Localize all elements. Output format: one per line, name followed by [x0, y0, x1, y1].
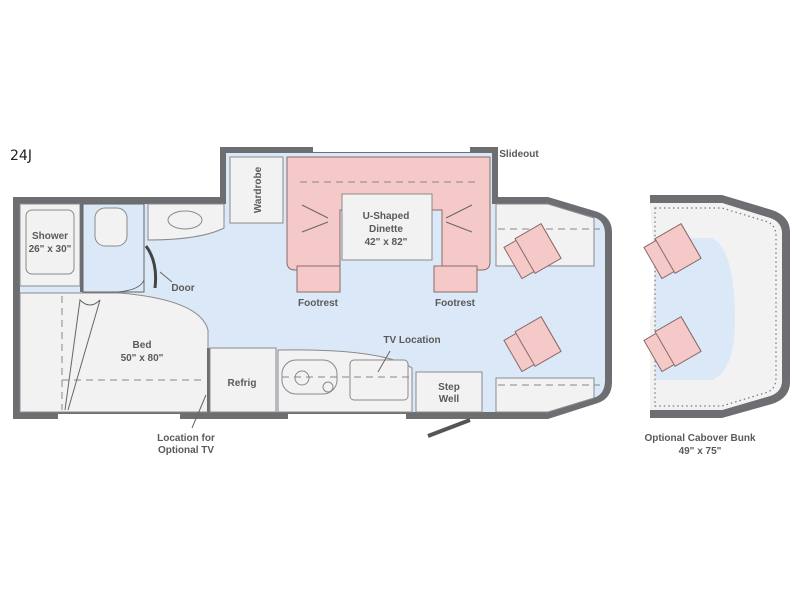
bed-size: 50" x 80": [121, 353, 164, 364]
slideout-label: Slideout: [499, 149, 539, 160]
bed-label: Bed: [133, 340, 152, 351]
window: [58, 414, 180, 419]
wardrobe: [229, 156, 284, 224]
window: [288, 414, 406, 419]
footrest-right: [433, 265, 478, 293]
toilet: [94, 207, 128, 247]
model-name: 24J: [10, 148, 32, 164]
door-label: Door: [171, 283, 194, 294]
optional-tv-label: Location for: [157, 433, 215, 444]
cabover-bunk-label: Optional Cabover Bunk: [644, 433, 756, 444]
tv-location-label: TV Location: [383, 335, 440, 346]
u-shaped-dinette: [286, 156, 491, 271]
footrest-label: Footrest: [298, 298, 339, 309]
refrig-label: Refrig: [228, 378, 257, 389]
dinette-label: Dinette: [369, 224, 403, 235]
dinette-size: 42" x 82": [365, 237, 408, 248]
footrest-label: Footrest: [435, 298, 476, 309]
cab-seat-passenger: [503, 315, 562, 373]
kitchen-sink: [349, 359, 409, 401]
step-well-label: Step: [438, 382, 460, 393]
step-well-label: Well: [439, 394, 460, 405]
shower-size: 26" x 30": [29, 244, 72, 255]
step-well: [415, 371, 483, 413]
slideout-window: [313, 147, 470, 152]
entry-door: [427, 418, 471, 438]
optional-tv-label: Optional TV: [158, 445, 214, 456]
bed: [19, 292, 209, 413]
dinette-label: U-Shaped: [363, 211, 410, 222]
footrest-left: [296, 265, 341, 293]
shower-label: Shower: [32, 231, 68, 242]
dinette-table: [341, 193, 433, 261]
cab-seat-driver: [503, 222, 562, 280]
bathroom-door: [144, 245, 158, 289]
cabover-bunk: [643, 195, 790, 418]
refrigerator: [209, 347, 277, 413]
cabover-bunk-size: 49" x 75": [679, 446, 722, 457]
wardrobe-label: Wardrobe: [253, 166, 264, 213]
main-coach: [13, 147, 612, 438]
